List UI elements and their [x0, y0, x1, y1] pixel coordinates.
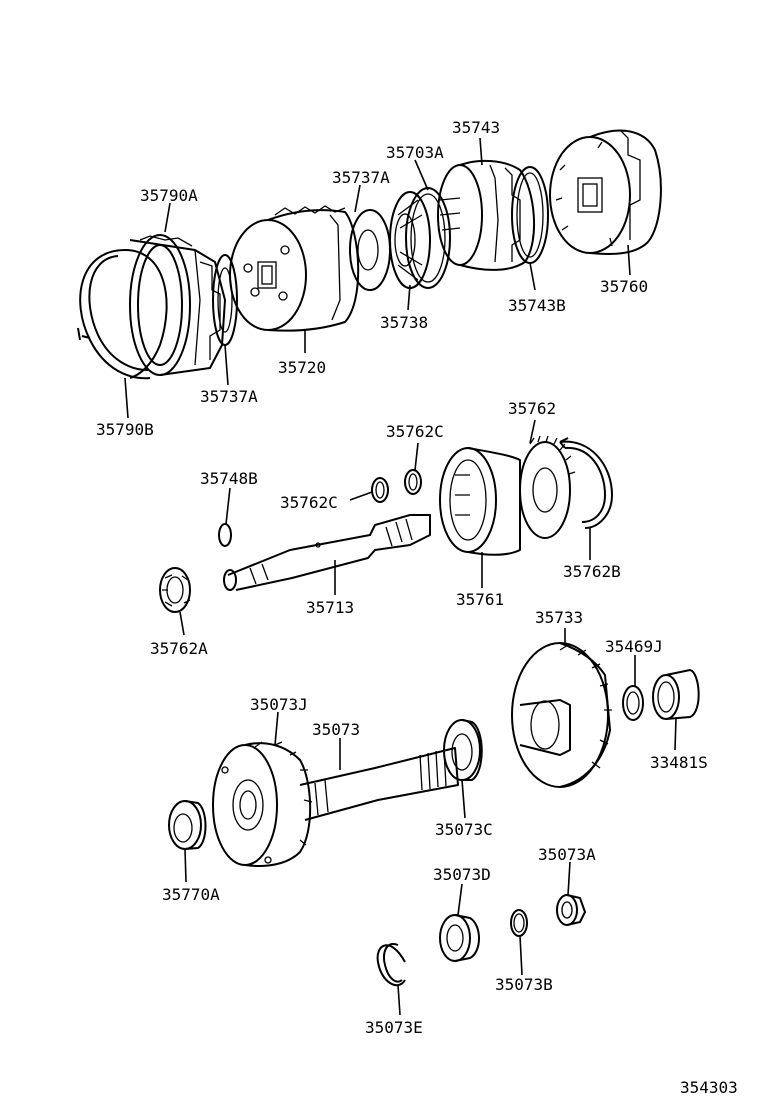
label-35073: 35073 — [312, 720, 360, 739]
part-35762B-snap-ring — [559, 437, 613, 529]
leader-35737A-top — [354, 184, 361, 213]
label-35720: 35720 — [278, 358, 326, 377]
leader-35073A — [567, 861, 571, 896]
label-35073E: 35073E — [365, 1018, 423, 1037]
leader-35790B — [124, 377, 129, 419]
part-35073-shaft — [299, 747, 459, 821]
label-35469J: 35469J — [605, 637, 663, 656]
leader-35790A — [164, 202, 171, 233]
label-35762B: 35762B — [563, 562, 621, 581]
leader-35073B — [519, 935, 523, 976]
part-35703A-snap-ring — [405, 187, 451, 289]
label-35703A: 35703A — [386, 143, 444, 162]
label-35073B: 35073B — [495, 975, 553, 994]
part-35743B-snap-ring — [511, 166, 549, 264]
part-35469J-washer — [622, 685, 644, 721]
label-33481S: 33481S — [650, 753, 708, 772]
leader-35762C-top — [414, 442, 419, 471]
leader-35762 — [529, 419, 536, 444]
part-35737A-top-washer — [349, 209, 391, 291]
label-35790A: 35790A — [140, 186, 198, 205]
label-35737A-top: 35737A — [332, 168, 390, 187]
label-35738: 35738 — [380, 313, 428, 332]
part-35761-drum — [439, 447, 521, 556]
label-35762C-top: 35762C — [386, 422, 444, 441]
part-35073A-nut — [556, 894, 586, 926]
leader-35738 — [407, 284, 411, 311]
leader-35073C — [461, 779, 466, 819]
label-35762: 35762 — [508, 399, 556, 418]
leader-35073E — [397, 984, 401, 1016]
part-35762-gear — [519, 435, 576, 539]
label-35790B: 35790B — [96, 420, 154, 439]
part-33481S-bushing — [652, 669, 700, 720]
part-35713-shaft — [223, 514, 431, 591]
part-35762C-left-clip — [371, 477, 389, 503]
leader-35760 — [627, 244, 631, 276]
part-35743-ring-gear — [437, 159, 535, 271]
leader-35770A — [184, 848, 187, 883]
part-35073E-snap-ring — [376, 943, 406, 987]
leader-35737A-bottom — [224, 344, 229, 386]
part-35733-gear — [511, 642, 612, 788]
label-35713: 35713 — [306, 598, 354, 617]
part-35762A-bearing — [159, 567, 191, 613]
part-35770A-seal — [168, 800, 207, 850]
label-35073A: 35073A — [538, 845, 596, 864]
label-35762C-left: 35762C — [280, 493, 338, 512]
leader-lines — [124, 137, 677, 1016]
leader-35073D — [457, 883, 463, 916]
leader-35743 — [479, 137, 483, 166]
leader-35073J — [274, 711, 279, 746]
label-35770A: 35770A — [162, 885, 220, 904]
label-35748B: 35748B — [200, 469, 258, 488]
part-35073D-bearing — [439, 914, 480, 962]
part-35720-planetary-carrier — [229, 205, 360, 332]
label-35073C: 35073C — [435, 820, 493, 839]
diagram-code: 354303 — [680, 1078, 738, 1097]
part-35073B-washer — [510, 909, 528, 937]
part-35748B-ring — [218, 523, 232, 547]
part-35790A-clutch-drum — [129, 234, 226, 376]
label-35073D: 35073D — [433, 865, 491, 884]
part-labels: 35790A 35737A 35703A 35743 35760 35743B … — [96, 118, 738, 1097]
leader-35743B — [529, 262, 536, 291]
leader-35748B — [225, 487, 231, 525]
label-35760: 35760 — [600, 277, 648, 296]
label-35073J: 35073J — [250, 695, 308, 714]
label-35761: 35761 — [456, 590, 504, 609]
label-35733: 35733 — [535, 608, 583, 627]
leader-33481S — [674, 717, 677, 751]
label-35737A-bottom: 35737A — [200, 387, 258, 406]
leader-35703A — [414, 159, 429, 191]
part-35762C-top-clip — [404, 469, 422, 495]
label-35743: 35743 — [452, 118, 500, 137]
label-35762A: 35762A — [150, 639, 208, 658]
label-35743B: 35743B — [508, 296, 566, 315]
leader-35762A — [179, 611, 185, 636]
leader-35762C-left — [349, 491, 373, 501]
part-35790B-snap-ring — [77, 249, 168, 380]
part-35073J-output-flange — [212, 741, 313, 867]
part-35760-clutch-hub — [549, 129, 662, 255]
